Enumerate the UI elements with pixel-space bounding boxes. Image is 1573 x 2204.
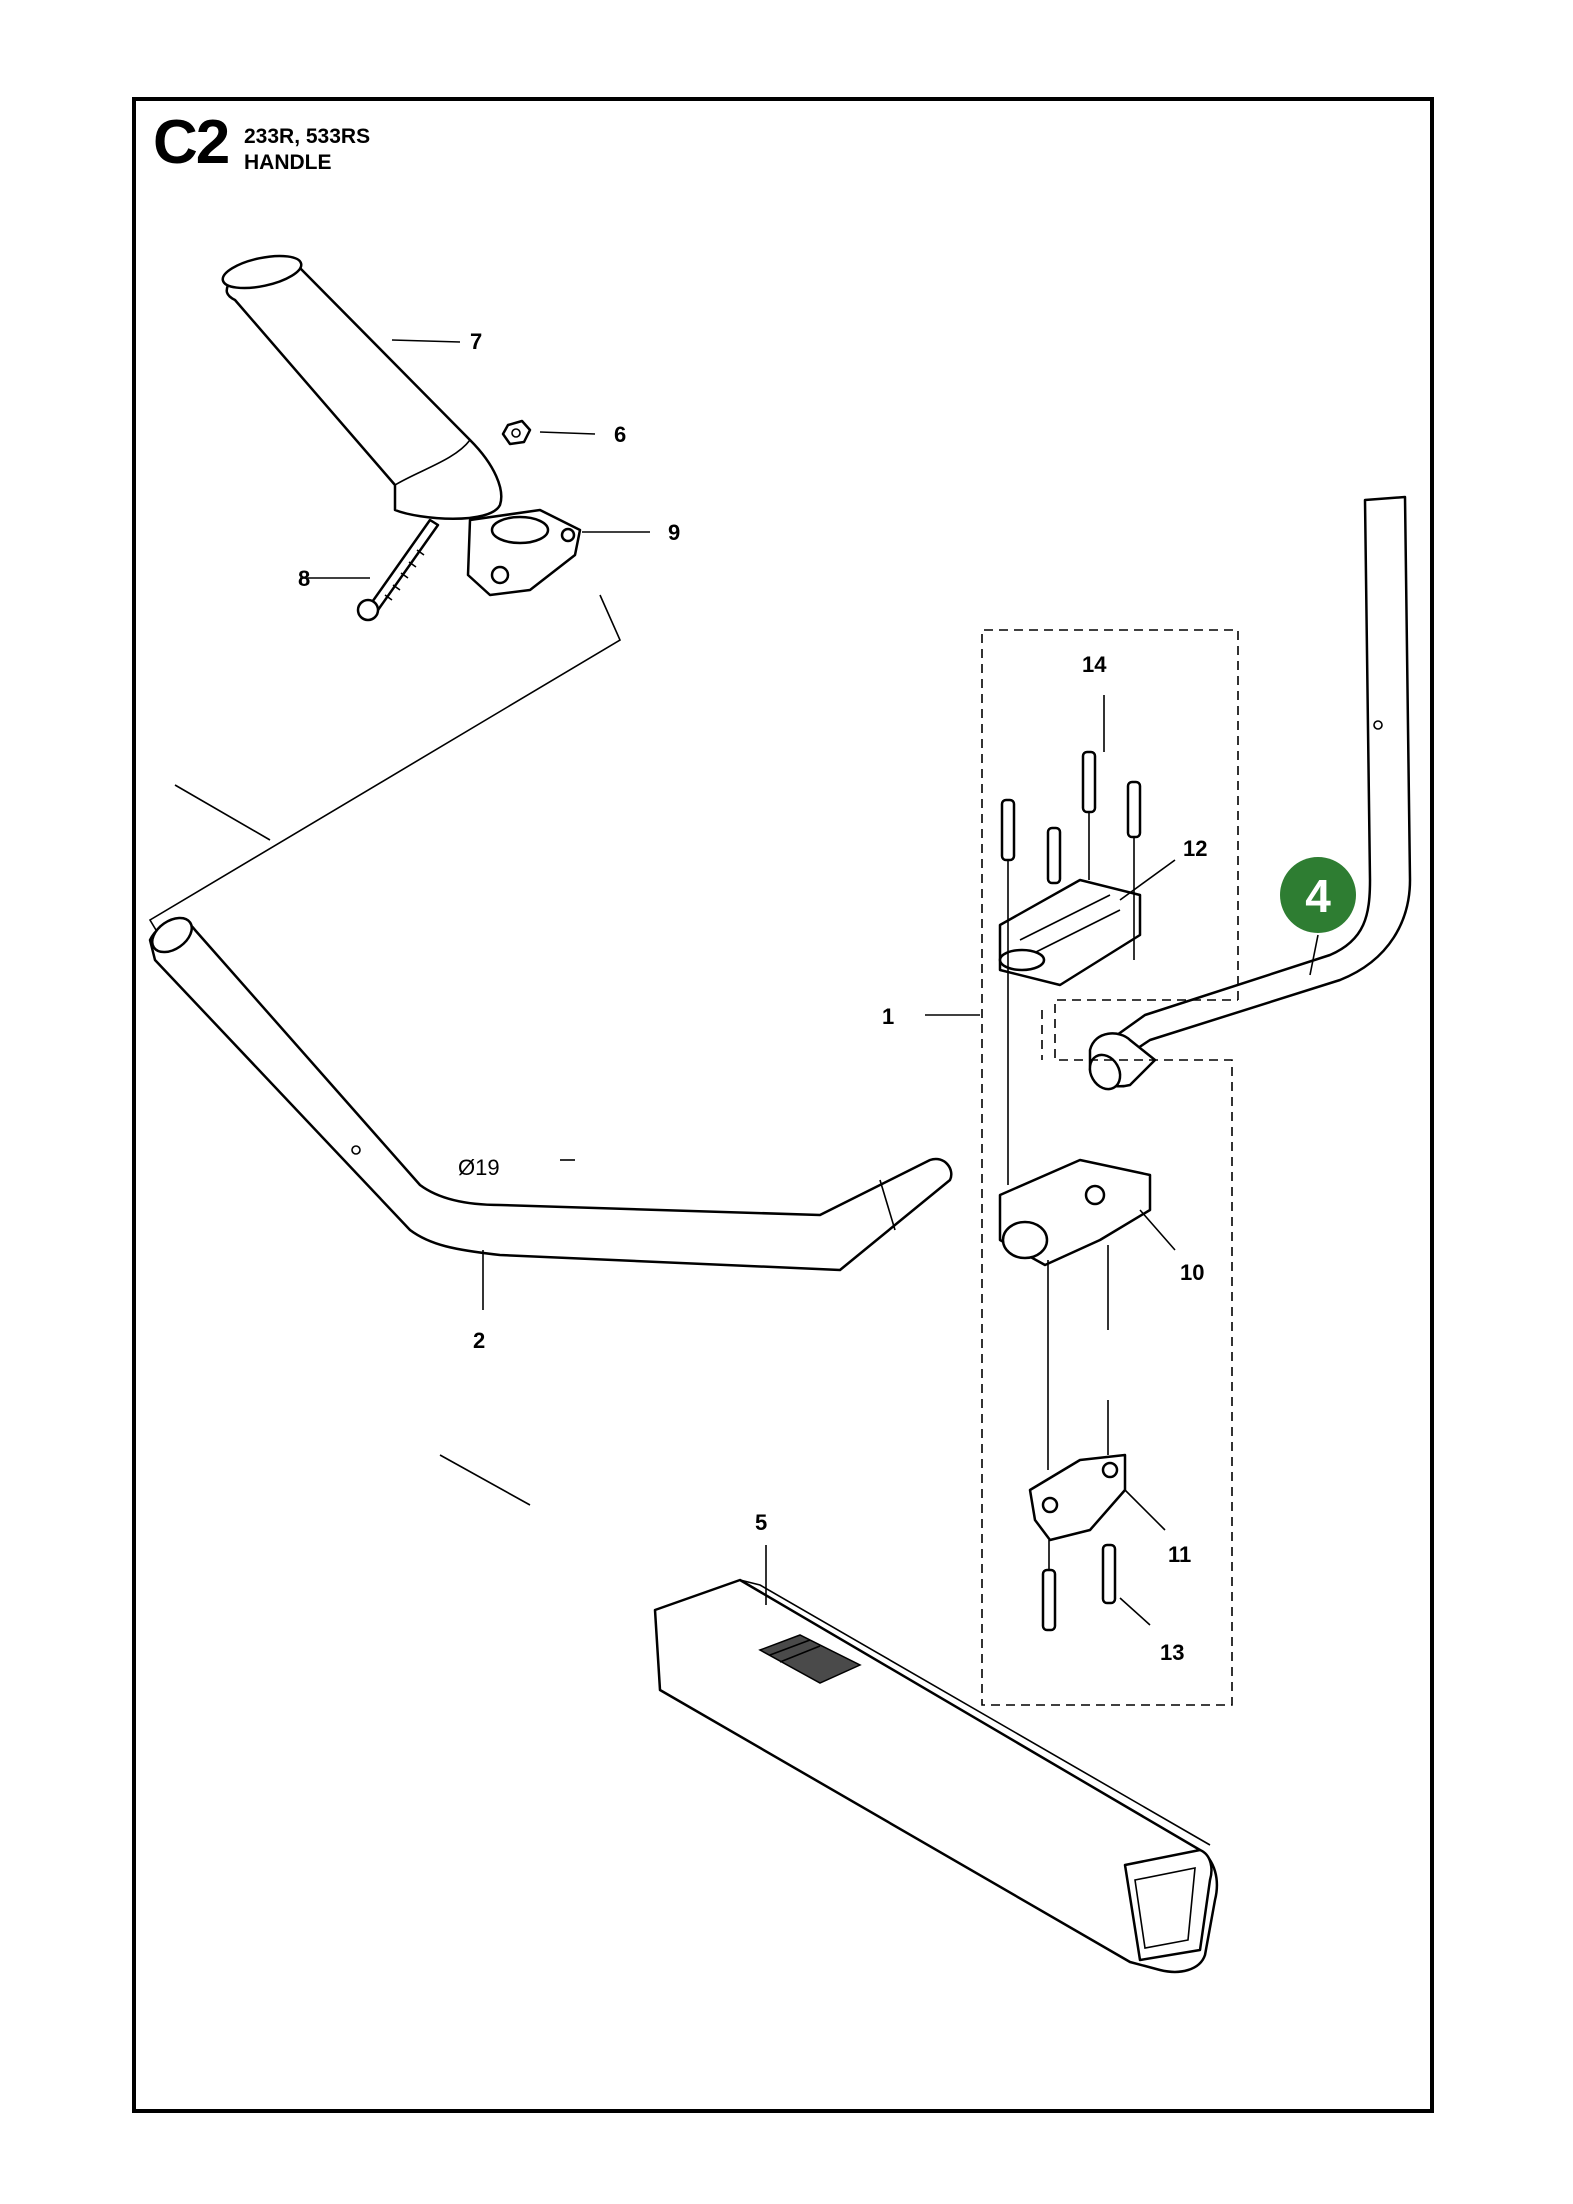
part-clamp-9 [466,508,582,597]
callout-11: 11 [1168,1542,1191,1567]
leader-lines [300,339,1319,1626]
callout-10: 10 [1180,1260,1204,1285]
callout-5: 5 [755,1510,767,1535]
part-screws-14 [1000,750,1142,1185]
part-screw-8 [356,518,440,622]
part-nut [501,419,532,446]
part-grip [221,254,503,520]
callout-8: 8 [298,566,310,591]
part-lower-clamp [998,1158,1152,1470]
callout-13: 13 [1160,1640,1184,1665]
callout-12: 12 [1183,836,1207,861]
part-screws-13 [1041,1540,1117,1632]
assembly-box-1 [925,629,1239,1706]
callout-7: 7 [470,329,482,354]
page-title: HANDLE [244,151,332,174]
guide-line [439,1454,531,1506]
part-clamp-half [1028,1400,1127,1542]
diagram-frame [132,97,1434,2113]
callout-14: 14 [1082,652,1107,677]
dimension-label: Ø19 [458,1155,500,1180]
part-handle-bar [148,594,953,1272]
part-upper-clamp [998,878,1142,987]
callout-1: 1 [882,1004,894,1029]
callout-4-badge: 4 [1280,857,1356,933]
callout-4: 4 [1305,870,1331,922]
page-code: C2 [153,108,230,177]
callout-2: 2 [473,1328,485,1353]
part-sleeve [653,1578,1219,1974]
callout-6: 6 [614,422,626,447]
model-list: 233R, 533RS [244,125,371,148]
callout-9: 9 [668,520,680,545]
